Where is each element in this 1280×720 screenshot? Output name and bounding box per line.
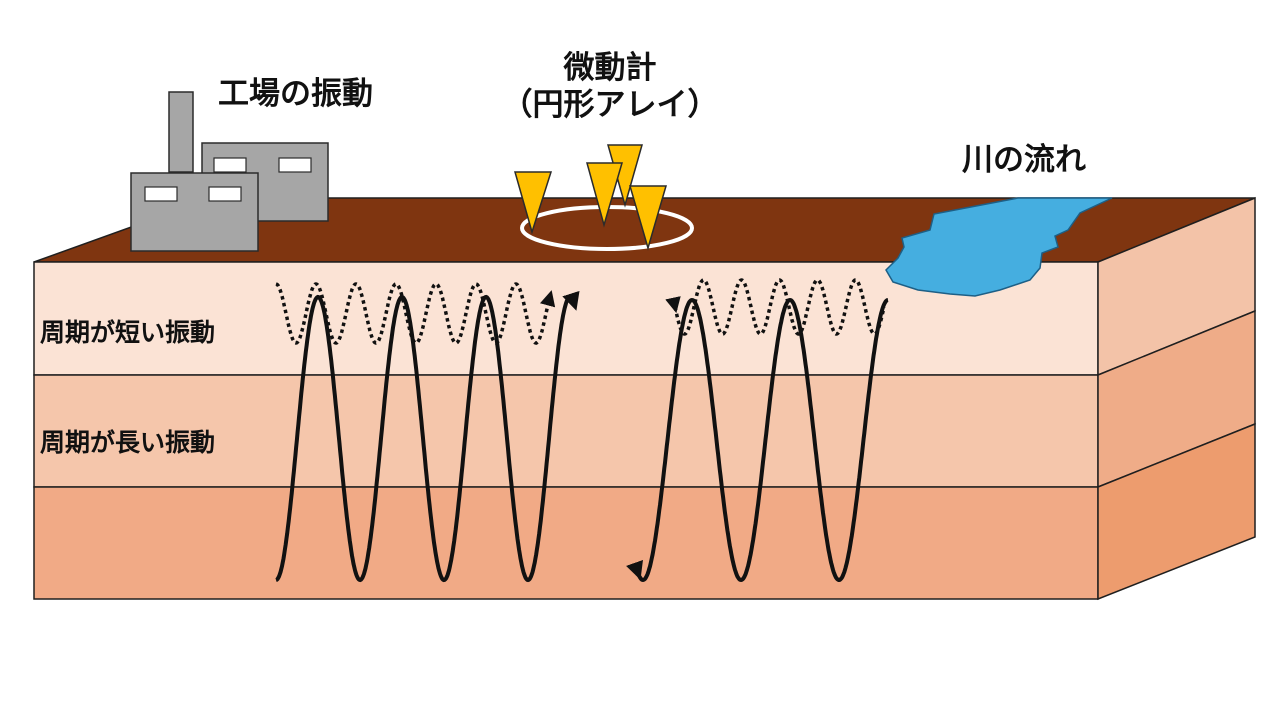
- sensor-label-line1: 微動計: [563, 50, 657, 86]
- short-period-label: 周期が短い振動: [40, 318, 216, 347]
- long-period-wave-right: [626, 297, 889, 583]
- seismometer-triangle-icon: [514, 171, 553, 235]
- seismometer-triangle-icon: [586, 162, 623, 228]
- river-icon: [885, 197, 1113, 297]
- factory-label: 工場の振動: [218, 76, 373, 112]
- layer-bottom: [33, 486, 1099, 600]
- river-label: 川の流れ: [962, 142, 1086, 178]
- sensor-group: [514, 144, 667, 251]
- sensor-label: 微動計 （円形アレイ）: [500, 50, 720, 124]
- sensor-label-line2: （円形アレイ）: [501, 87, 719, 124]
- side-bottom: [1097, 422, 1256, 601]
- long-period-wave-left: [275, 290, 580, 583]
- seismometer-triangle-icon: [629, 185, 667, 251]
- factory-icon: [130, 91, 329, 252]
- short-period-wave-right: [665, 278, 886, 336]
- long-period-label: 周期が長い振動: [40, 428, 216, 457]
- ground-block: [33, 196, 1256, 601]
